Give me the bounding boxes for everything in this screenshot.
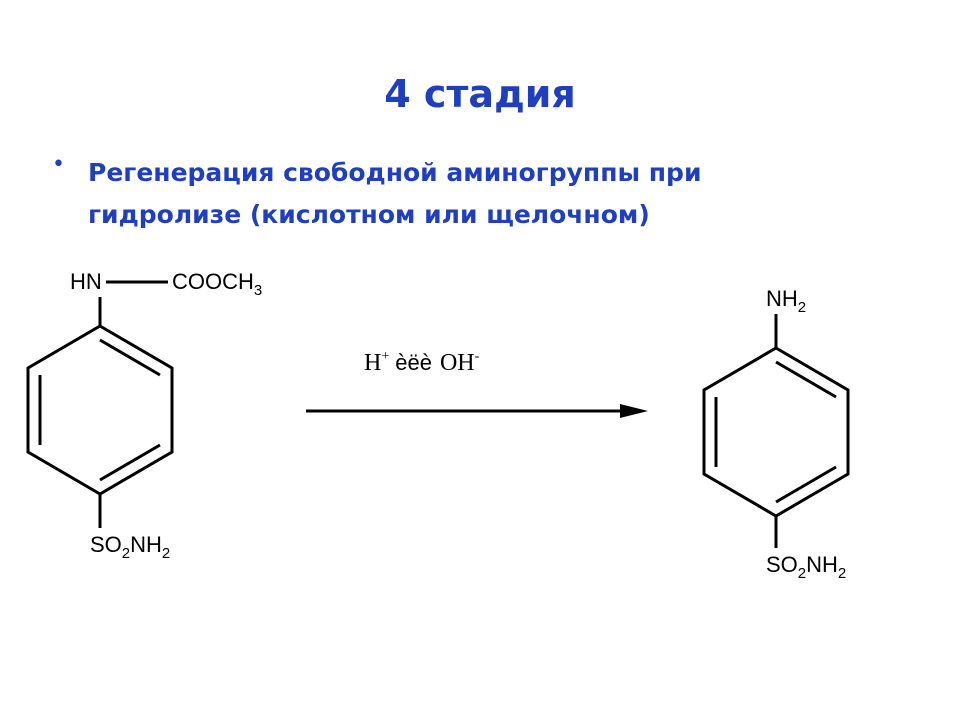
slide-title: 4 стадия [384, 72, 576, 116]
product-sulfonamide-label: SO2NH2 [766, 552, 846, 582]
reaction-arrow [306, 404, 648, 418]
bullet-text: Регенерация свободной аминогруппы при ги… [88, 158, 702, 229]
reaction-arrow-head [620, 404, 648, 418]
reactant-benzene-ring [26, 324, 174, 496]
product-ring-double-bond-3 [775, 465, 837, 504]
reactant-sulfonamide-label: SO2NH2 [90, 532, 170, 562]
reactant-ring-double-bond-3 [99, 443, 161, 482]
reactant-carbamate-label: COOCH3 [172, 269, 262, 299]
bullet-marker: • [52, 152, 65, 177]
product-ring-double-bond-1 [775, 360, 837, 399]
product-benzene-ring [702, 346, 850, 518]
product-amine-label: NH2 [766, 286, 806, 316]
reactant-ring-double-bond-1 [99, 338, 161, 377]
reactant-hn-label: HN [70, 269, 102, 294]
reactant-molecule: HN COOCH3 SO2NH2 [26, 269, 262, 562]
product-molecule: NH2 SO2NH2 [702, 286, 850, 582]
